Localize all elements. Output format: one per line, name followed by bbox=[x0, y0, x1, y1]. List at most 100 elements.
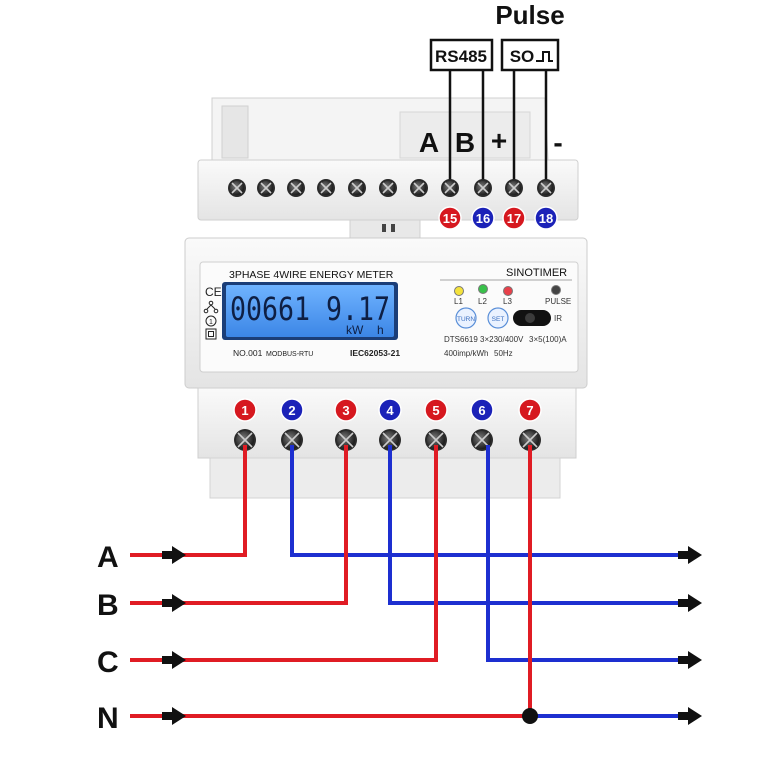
terminal-badge-6: 6 bbox=[470, 398, 494, 422]
top-hole-1 bbox=[228, 179, 246, 197]
top-hole-6 bbox=[379, 179, 397, 197]
led-l2-label: L2 bbox=[478, 297, 487, 306]
class-circle-label: 1 bbox=[209, 319, 213, 326]
bottom-terminal-screw-2 bbox=[281, 429, 303, 451]
frequency-label: 50Hz bbox=[494, 349, 513, 358]
wire-phase-c-out bbox=[486, 445, 690, 662]
turn-button[interactable]: TURN bbox=[455, 307, 477, 329]
input-arrow-icon bbox=[162, 651, 186, 669]
wire-phase-c-in bbox=[130, 445, 438, 662]
pulse-wave-icon bbox=[536, 51, 553, 62]
lcd-unit-h: h bbox=[377, 323, 384, 337]
terminal-number: 6 bbox=[478, 403, 485, 418]
phase-a-label: A bbox=[97, 541, 119, 574]
phase-n-label: N bbox=[97, 702, 119, 735]
output-arrow-icon bbox=[678, 546, 702, 564]
voltage-label: 3×230/400V bbox=[480, 335, 524, 344]
current-label: 3×5(100)A bbox=[529, 335, 567, 344]
led-l3-icon bbox=[503, 286, 513, 296]
pulse-led-icon bbox=[551, 285, 561, 295]
bottom-terminal-screw-1 bbox=[234, 429, 256, 451]
set-button[interactable]: SET bbox=[487, 307, 509, 329]
phase-c-label: C bbox=[97, 646, 119, 679]
terminal-badge-15: 15 bbox=[438, 206, 462, 230]
terminal-badge-5: 5 bbox=[424, 398, 448, 422]
class-circle-icon bbox=[205, 315, 217, 327]
led-l1-icon bbox=[454, 286, 464, 296]
bottom-terminal-screw-7 bbox=[519, 429, 541, 451]
terminal-number: 7 bbox=[526, 403, 533, 418]
turn-button-label: TURN bbox=[457, 316, 475, 323]
bottom-terminal-screw-4 bbox=[379, 429, 401, 451]
standard-label: IEC62053-21 bbox=[350, 348, 400, 358]
top-terminal-screw-17 bbox=[505, 179, 523, 197]
output-arrow-icon bbox=[678, 594, 702, 612]
arrows bbox=[162, 546, 702, 725]
terminal-number: 5 bbox=[432, 403, 439, 418]
terminal-badge-17: 17 bbox=[502, 206, 526, 230]
terminal-badge-1: 1 bbox=[233, 398, 257, 422]
neutral-junction bbox=[522, 708, 538, 724]
terminal-badge-18: 18 bbox=[534, 206, 558, 230]
terminal-b-label: B bbox=[455, 127, 475, 158]
top-terminal-screw-18 bbox=[537, 179, 555, 197]
terminal-number: 18 bbox=[539, 211, 553, 226]
rs485-label: RS485 bbox=[435, 47, 487, 66]
lcd-screen bbox=[226, 285, 394, 337]
protocol-label: MODBUS-RTU bbox=[266, 351, 313, 358]
network-icon bbox=[203, 300, 219, 314]
top-terminal-screw-16 bbox=[474, 179, 492, 197]
terminal-number: 3 bbox=[342, 403, 349, 418]
terminal-badge-4: 4 bbox=[378, 398, 402, 422]
terminal-badge-7: 7 bbox=[518, 398, 542, 422]
so-label: SO bbox=[510, 47, 535, 66]
terminal-number: 16 bbox=[476, 211, 490, 226]
meter-title: 3PHASE 4WIRE ENERGY METER bbox=[229, 269, 394, 281]
led-l1-label: L1 bbox=[454, 297, 463, 306]
double-insulation-icon bbox=[205, 328, 217, 340]
top-hole-4 bbox=[317, 179, 335, 197]
terminal-number: 17 bbox=[507, 211, 521, 226]
terminal-minus-label: - bbox=[553, 127, 562, 158]
bottom-terminal-screw-5 bbox=[425, 429, 447, 451]
lcd-reading: 00661 9.17 bbox=[230, 290, 390, 328]
top-hole-3 bbox=[287, 179, 305, 197]
meter-brand: SINOTIMER bbox=[506, 267, 567, 279]
bottom-terminal-screw-3 bbox=[335, 429, 357, 451]
wire-phase-a-out bbox=[290, 445, 690, 557]
lcd-unit-kw: kW bbox=[346, 323, 364, 337]
output-arrow-icon bbox=[678, 651, 702, 669]
terminal-badge-16: 16 bbox=[471, 206, 495, 230]
serial-label: NO.001 bbox=[233, 348, 263, 358]
set-button-label: SET bbox=[492, 316, 505, 323]
top-hole-2 bbox=[257, 179, 275, 197]
input-arrow-icon bbox=[162, 707, 186, 725]
model-label: DTS6619 bbox=[444, 335, 478, 344]
ir-label: IR bbox=[554, 314, 562, 323]
output-arrow-icon bbox=[678, 707, 702, 725]
terminal-plus-label: + bbox=[491, 125, 507, 156]
terminal-number: 15 bbox=[443, 211, 457, 226]
signal-wires bbox=[448, 70, 548, 180]
input-arrow-icon bbox=[162, 546, 186, 564]
led-l2-icon bbox=[478, 284, 488, 294]
top-terminal-screw-15 bbox=[441, 179, 459, 197]
top-hole-5 bbox=[348, 179, 366, 197]
constant-label: 400imp/kWh bbox=[444, 349, 488, 358]
terminal-badge-3: 3 bbox=[334, 398, 358, 422]
wire-phase-b-out bbox=[388, 445, 690, 605]
ce-mark: CE bbox=[205, 285, 222, 299]
bottom-terminal-screw-6 bbox=[471, 429, 493, 451]
led-l3-label: L3 bbox=[503, 297, 512, 306]
rs485-box bbox=[429, 38, 494, 72]
terminal-badge-2: 2 bbox=[280, 398, 304, 422]
pulse-led-label: PULSE bbox=[545, 297, 571, 306]
input-arrow-icon bbox=[162, 594, 186, 612]
pulse-label: Pulse bbox=[495, 0, 564, 30]
terminal-a-label: A bbox=[419, 127, 439, 158]
terminal-number: 4 bbox=[386, 403, 394, 418]
top-hole-7 bbox=[410, 179, 428, 197]
